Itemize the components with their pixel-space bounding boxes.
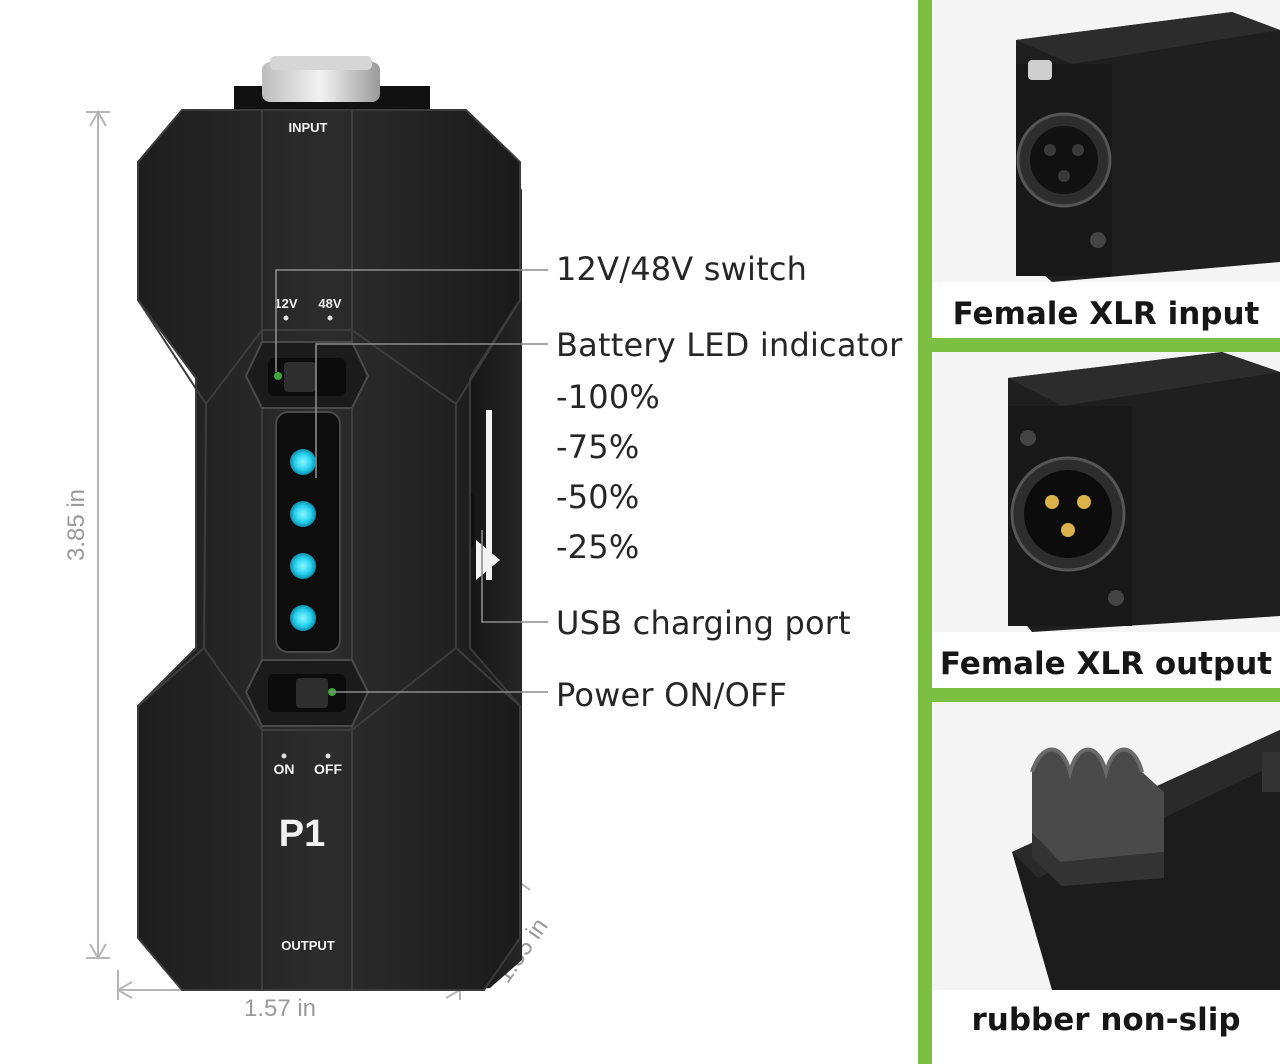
label-on: ON <box>274 761 295 777</box>
callout-level-25: -25% <box>556 528 640 566</box>
feature-caption-input: Female XLR input <box>952 296 1260 332</box>
callout-switch: 12V/48V switch <box>556 250 808 288</box>
device-illustration: 3.85 in 1.57 in 1.35 in <box>63 56 554 1022</box>
feature-caption-rubber: rubber non-slip <box>971 1002 1241 1038</box>
label-12v: 12V <box>274 296 297 311</box>
feature-panel-input: Female XLR input <box>932 0 1280 338</box>
battery-led <box>290 605 316 631</box>
xlr-input-connector <box>234 56 430 110</box>
battery-led-window <box>275 411 341 653</box>
voltage-switch-knob[interactable] <box>284 362 316 392</box>
dot-48v <box>327 315 333 321</box>
dot-off <box>325 753 331 759</box>
feature-panel-rubber: rubber non-slip <box>932 702 1280 1064</box>
battery-led-group <box>290 449 316 631</box>
callout-level-50: -50% <box>556 478 640 516</box>
output-label: OUTPUT <box>281 938 335 953</box>
width-label: 1.57 in <box>244 995 316 1022</box>
model-label: P1 <box>279 813 325 855</box>
dot-on <box>281 753 287 759</box>
feature-photo-rubber <box>932 702 1280 990</box>
callout-level-75: -75% <box>556 428 640 466</box>
height-label: 3.85 in <box>63 489 90 561</box>
feature-panel-output: Female XLR output <box>932 352 1280 688</box>
callout-level-100: -100% <box>556 378 661 416</box>
battery-led <box>290 501 316 527</box>
voltage-switch[interactable] <box>244 341 370 409</box>
feature-caption-output: Female XLR output <box>939 646 1273 682</box>
input-label: INPUT <box>289 120 328 135</box>
front-facets <box>137 110 521 990</box>
battery-led <box>290 553 316 579</box>
callout-usb: USB charging port <box>556 604 851 642</box>
callout-leaders <box>275 269 548 693</box>
battery-led <box>290 449 316 475</box>
callout-power: Power ON/OFF <box>556 676 788 714</box>
feature-photo-xlr-input <box>932 0 1280 282</box>
power-switch[interactable] <box>244 659 370 727</box>
feature-photo-xlr-output <box>932 352 1280 632</box>
power-switch-knob[interactable] <box>296 678 328 708</box>
label-off: OFF <box>314 761 342 777</box>
feature-panel-column: Female XLR input Female XLR ou <box>918 0 1280 1064</box>
height-dimension <box>86 109 110 961</box>
label-48v: 48V <box>318 296 341 311</box>
dot-12v <box>283 315 289 321</box>
callout-battery: Battery LED indicator <box>556 326 903 364</box>
